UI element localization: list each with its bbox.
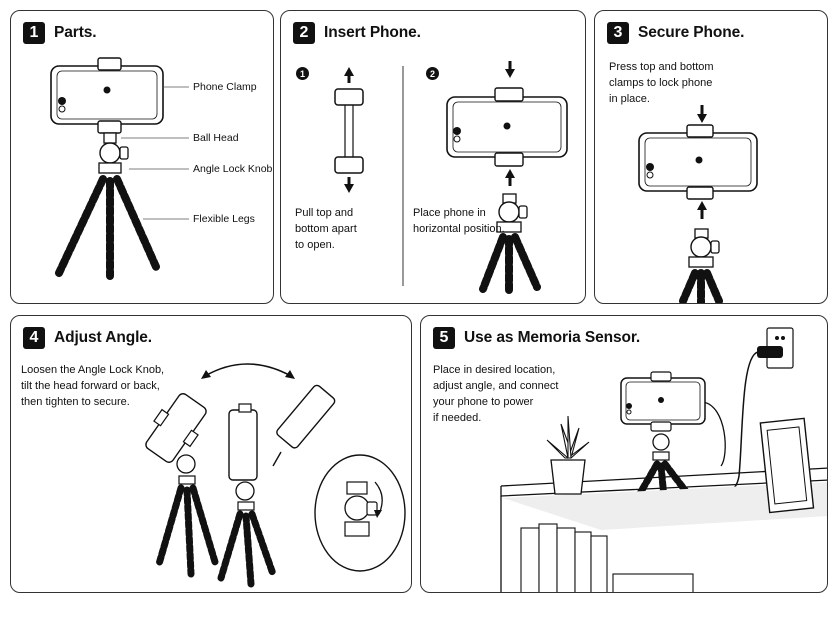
panel-adjust-header: 4 Adjust Angle. xyxy=(23,327,152,349)
panel-secure-phone: 3 Secure Phone. Press top and bottom cla… xyxy=(594,10,828,304)
panel-adjust-angle: 4 Adjust Angle. Loosen the Angle Lock Kn… xyxy=(10,315,412,593)
adjust-angle-illustration xyxy=(145,363,406,588)
use-instructions: Place in desired location, adjust angle,… xyxy=(433,364,559,424)
panel-parts: 1 Parts. Phone Clamp Ball Head Angle xyxy=(10,10,274,304)
step-number: 5 xyxy=(433,327,455,349)
panel-parts-header: 1 Parts. xyxy=(23,22,97,44)
panel-use-header: 5 Use as Memoria Sensor. xyxy=(433,327,640,349)
label-angle-lock-knob: Angle Lock Knob xyxy=(193,163,273,175)
substep-number: 1 xyxy=(296,67,309,80)
step-number: 4 xyxy=(23,327,45,349)
panel-title: Secure Phone. xyxy=(638,24,745,41)
panel-insert-header: 2 Insert Phone. xyxy=(293,22,421,44)
label-phone-clamp: Phone Clamp xyxy=(193,81,257,93)
label-flexible-legs: Flexible Legs xyxy=(193,213,255,225)
insert-phone-illustration xyxy=(334,61,568,297)
step-number: 2 xyxy=(293,22,315,44)
secure-instructions: Press top and bottom clamps to lock phon… xyxy=(609,61,714,105)
substep-2-text: Place phone in horizontal position. xyxy=(413,207,505,235)
panel-title: Parts. xyxy=(54,24,97,41)
step-number: 3 xyxy=(607,22,629,44)
panel-title: Use as Memoria Sensor. xyxy=(464,329,641,346)
step-number: 1 xyxy=(23,22,45,44)
label-ball-head: Ball Head xyxy=(193,132,239,144)
panel-title: Adjust Angle. xyxy=(54,329,153,346)
substep-number: 2 xyxy=(426,67,439,80)
panel-title: Insert Phone. xyxy=(324,24,421,41)
panel-insert-phone: 2 Insert Phone. 1 2 Pull top and bottom … xyxy=(280,10,586,304)
use-scene-illustration xyxy=(500,327,827,592)
adjust-instructions: Loosen the Angle Lock Knob, tilt the hea… xyxy=(21,364,165,408)
secure-phone-illustration xyxy=(638,105,758,303)
tripod-parts-illustration xyxy=(50,57,189,280)
substep-1-text: Pull top and bottom apart to open. xyxy=(295,207,357,251)
panel-use-as-sensor: 5 Use as Memoria Sensor. Place in desire… xyxy=(420,315,828,593)
panel-secure-header: 3 Secure Phone. xyxy=(607,22,744,44)
